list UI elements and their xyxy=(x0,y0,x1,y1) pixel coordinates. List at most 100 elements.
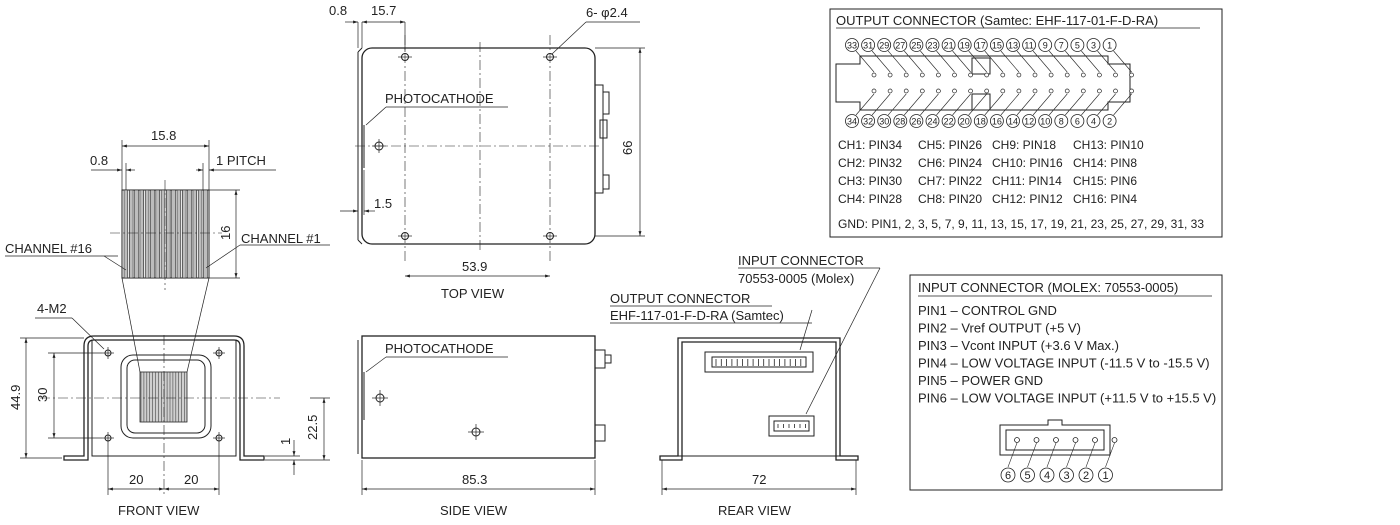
pin-number-top: 15 xyxy=(992,41,1002,51)
rear-bracket xyxy=(659,337,859,461)
dim-53-9: 53.9 xyxy=(462,259,487,274)
hole-callout: 6- φ2.4 xyxy=(586,5,628,20)
channel-pin-mapping: CH3: PIN30 xyxy=(838,174,902,188)
channel-stripe xyxy=(171,189,176,279)
channel-pin-mapping: CH1: PIN34 xyxy=(838,138,902,152)
pin-number-bottom: 2 xyxy=(1107,117,1112,127)
dim-1-5: 1.5 xyxy=(374,196,392,211)
channel-stripe xyxy=(182,189,187,279)
dim-20-left: 20 xyxy=(129,472,143,487)
top-view: PHOTOCATHODE 0.8 15.7 6- φ2.4 66 1.5 53.… xyxy=(329,3,645,301)
pin-number-bottom: 22 xyxy=(944,117,954,127)
rear-input-connector xyxy=(768,415,815,437)
top-photocathode-label: PHOTOCATHODE xyxy=(385,91,494,106)
channel-pin-mapping: CH16: PIN4 xyxy=(1073,192,1137,206)
dim-85-3: 85.3 xyxy=(462,472,487,487)
input-pin-number: 5 xyxy=(1024,470,1030,482)
pin-number-circle xyxy=(990,38,1004,52)
top-view-title: TOP VIEW xyxy=(441,286,505,301)
pin-number-bottom: 32 xyxy=(863,117,873,127)
channel-stripe xyxy=(187,189,192,279)
dim-66: 66 xyxy=(620,141,635,155)
pin-number-circle xyxy=(909,38,924,52)
dim-0-8-channel: 0.8 xyxy=(90,153,108,168)
pin-number-top: 27 xyxy=(895,41,905,51)
channel-pin-mapping: CH5: PIN26 xyxy=(918,138,982,152)
pin-number-bottom: 16 xyxy=(992,117,1002,127)
pin-number-circle xyxy=(845,38,859,52)
pin-number-top: 21 xyxy=(944,41,954,51)
front-bracket xyxy=(63,335,265,461)
channel-pin-mapping: CH2: PIN32 xyxy=(838,156,902,170)
input-pin-description: PIN6 – LOW VOLTAGE INPUT (+11.5 V to +15… xyxy=(918,391,1216,406)
input-pin-description: PIN1 – CONTROL GND xyxy=(918,303,1057,318)
channel-stripe xyxy=(197,189,203,279)
dim-16: 16 xyxy=(218,226,233,240)
channel-pin-mapping: CH4: PIN28 xyxy=(838,192,902,206)
m2-screw-icon xyxy=(102,347,225,444)
pin-number-bottom: 18 xyxy=(976,117,986,127)
channel-stripe xyxy=(166,189,171,279)
pin-number-circle xyxy=(893,114,908,128)
pin-number-top: 5 xyxy=(1075,41,1080,51)
pin-number-circle xyxy=(957,114,972,128)
pin-number-bottom: 20 xyxy=(960,117,970,127)
pin-number-top: 13 xyxy=(1008,41,1018,51)
pin-number-circle xyxy=(1086,38,1101,52)
channel-stripe xyxy=(160,189,166,279)
channel-stripe xyxy=(123,189,129,279)
dim-15-8: 15.8 xyxy=(151,128,176,143)
pin-number-top: 25 xyxy=(911,41,921,51)
pin-number-circle xyxy=(941,114,956,128)
input-pin-description: PIN4 – LOW VOLTAGE INPUT (-11.5 V to -15… xyxy=(918,356,1210,371)
dim-30: 30 xyxy=(35,388,50,402)
input-pin-number-circle xyxy=(1059,467,1074,483)
dim-15-7: 15.7 xyxy=(371,3,396,18)
pin-number-circle xyxy=(957,38,972,52)
pin-number-bottom: 12 xyxy=(1024,117,1034,127)
pin-number-circle xyxy=(1054,38,1069,52)
channel-stripe xyxy=(192,189,197,279)
side-view-body xyxy=(361,335,596,459)
pin-number-top: 9 xyxy=(1043,41,1048,51)
pin-number-circle xyxy=(925,38,940,52)
pin-number-bottom: 4 xyxy=(1091,117,1096,127)
channel-pin-mapping: CH9: PIN18 xyxy=(992,138,1056,152)
pin-number-circle xyxy=(1070,114,1085,128)
front-view: 4-M2 44.9 30 20 20 FRONT VIEW xyxy=(8,301,280,518)
input-pin-number: 4 xyxy=(1044,470,1050,482)
channel-pin-mapping: CH15: PIN6 xyxy=(1073,174,1137,188)
pin-number-top: 23 xyxy=(927,41,937,51)
front-view-title: FRONT VIEW xyxy=(118,503,200,518)
input-pin-description: PIN3 – Vcont INPUT (+3.6 V Max.) xyxy=(918,338,1119,353)
mounting-hole-icon xyxy=(372,53,557,240)
channel-pin-mapping: CH11: PIN14 xyxy=(992,174,1062,188)
pin-number-circle xyxy=(893,38,908,52)
dim-44-9: 44.9 xyxy=(8,385,23,410)
channel-stripe xyxy=(155,189,160,279)
channel-16-label: CHANNEL #16 xyxy=(5,241,92,256)
pin-number-circle xyxy=(1038,114,1053,128)
pin-number-bottom: 28 xyxy=(895,117,905,127)
pin-number-top: 33 xyxy=(847,41,857,51)
pin-number-circle xyxy=(861,38,875,52)
dim-22-5: 22.5 xyxy=(305,415,320,440)
pin-number-circle xyxy=(909,114,924,128)
input-pin-number-circle xyxy=(1000,467,1016,483)
rear-view: OUTPUT CONNECTOR EHF-117-01-F-D-RA (Samt… xyxy=(610,253,881,518)
input-pin-description: PIN2 – Vref OUTPUT (+5 V) xyxy=(918,321,1081,336)
channel-detail: 15.8 0.8 1 PITCH 16 CHANNEL #16 CHANNEL … xyxy=(5,128,330,373)
input-pin-number: 3 xyxy=(1063,470,1069,482)
channel-stripe xyxy=(176,189,182,279)
rear-output-connector xyxy=(704,351,814,373)
channel-pin-mapping: CH14: PIN8 xyxy=(1073,156,1137,170)
pin-number-top: 29 xyxy=(879,41,889,51)
pin-number-top: 7 xyxy=(1059,41,1064,51)
input-pin-number-circle xyxy=(1078,467,1094,483)
pin-number-bottom: 26 xyxy=(911,117,921,127)
pin-number-circle xyxy=(941,38,956,52)
pin-number-circle xyxy=(877,114,892,128)
pin-number-top: 31 xyxy=(863,41,873,51)
pin-number-top: 19 xyxy=(960,41,970,51)
